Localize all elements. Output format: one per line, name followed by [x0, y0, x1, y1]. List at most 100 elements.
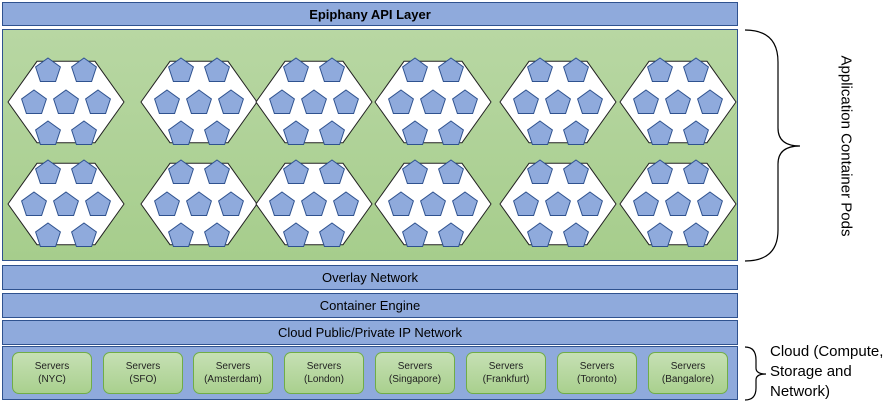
server-title: Servers [306, 361, 342, 372]
container-icon [633, 191, 659, 216]
container-icon [71, 57, 97, 82]
pod [499, 159, 617, 247]
container-icon [683, 120, 709, 145]
container-icon [53, 89, 79, 114]
cloud-brace [744, 346, 767, 401]
container-icon [683, 222, 709, 247]
container-icon [388, 191, 414, 216]
container-icon [563, 222, 589, 247]
container-icon [647, 120, 673, 145]
container-icon [218, 191, 244, 216]
pod [619, 159, 737, 247]
container-icon [319, 222, 345, 247]
container-icon [420, 89, 446, 114]
pod [619, 57, 737, 145]
container-icon [647, 159, 673, 184]
container-icon [283, 159, 309, 184]
container-icon [35, 159, 61, 184]
container-icon [633, 89, 659, 114]
container-icon [319, 159, 345, 184]
server-location: (London) [303, 374, 345, 385]
server-box: Servers (NYC) [12, 352, 92, 394]
container-icon [186, 89, 212, 114]
pod [255, 159, 373, 247]
container-icon [301, 89, 327, 114]
container-icon [269, 89, 295, 114]
container-icon [35, 120, 61, 145]
container-icon [204, 57, 230, 82]
container-icon [35, 57, 61, 82]
container-icon [438, 159, 464, 184]
container-icon [647, 57, 673, 82]
server-location: (SFO) [129, 374, 157, 385]
pod [374, 57, 492, 145]
server-location: (Bangalore) [661, 374, 715, 385]
server-box: Servers (London) [284, 352, 364, 394]
server-title: Servers [488, 361, 524, 372]
container-icon [283, 57, 309, 82]
container-icon [269, 191, 295, 216]
server-title: Servers [125, 361, 161, 372]
container-icon [204, 222, 230, 247]
pod [7, 57, 125, 145]
container-icon [402, 57, 428, 82]
ip-network-layer: Cloud Public/Private IP Network [2, 320, 738, 345]
container-icon [53, 191, 79, 216]
application-pods-area [2, 29, 738, 261]
pods-label: Application Container Pods [837, 55, 855, 237]
server-box: Servers (Singapore) [375, 352, 455, 394]
server-box: Servers (Amsterdam) [193, 352, 273, 394]
container-icon [697, 89, 723, 114]
container-icon [35, 222, 61, 247]
container-icon [402, 159, 428, 184]
container-icon [420, 191, 446, 216]
api-layer: Epiphany API Layer [2, 2, 738, 26]
container-icon [85, 191, 111, 216]
container-icon [204, 120, 230, 145]
container-icon [513, 191, 539, 216]
container-icon [319, 120, 345, 145]
server-title: Servers [397, 361, 433, 372]
container-icon [577, 89, 603, 114]
container-icon [545, 191, 571, 216]
container-icon [577, 191, 603, 216]
container-icon [438, 120, 464, 145]
server-location: (Amsterdam) [204, 374, 262, 385]
cloud-label-line: Network) [770, 383, 831, 400]
container-icon [665, 191, 691, 216]
container-icon [683, 57, 709, 82]
server-location: (NYC) [38, 374, 66, 385]
server-title: Servers [579, 361, 615, 372]
overlay-network-layer: Overlay Network [2, 265, 738, 290]
container-icon [186, 191, 212, 216]
container-icon [527, 57, 553, 82]
container-icon [21, 191, 47, 216]
container-icon [665, 89, 691, 114]
server-location: (Singapore) [388, 374, 442, 385]
server-title: Servers [670, 361, 706, 372]
container-icon [168, 57, 194, 82]
container-engine-layer: Container Engine [2, 293, 738, 318]
container-icon [402, 222, 428, 247]
pods-brace [744, 29, 801, 262]
container-icon [21, 89, 47, 114]
container-icon [333, 89, 359, 114]
cloud-label-line: Storage and [770, 363, 852, 380]
container-icon [71, 120, 97, 145]
container-icon [563, 57, 589, 82]
container-icon [527, 159, 553, 184]
container-icon [319, 57, 345, 82]
container-icon [301, 191, 327, 216]
container-icon [71, 222, 97, 247]
container-icon [527, 222, 553, 247]
container-icon [218, 89, 244, 114]
container-icon [168, 159, 194, 184]
server-box: Servers (Toronto) [557, 352, 637, 394]
container-icon [438, 57, 464, 82]
cloud-label-line: Cloud (Compute, [770, 343, 884, 360]
server-location: (Frankfurt) [482, 374, 530, 385]
pod [255, 57, 373, 145]
cloud-label: Cloud (Compute, Storage and Network) [770, 342, 893, 402]
server-box: Servers (Frankfurt) [466, 352, 546, 394]
container-icon [85, 89, 111, 114]
